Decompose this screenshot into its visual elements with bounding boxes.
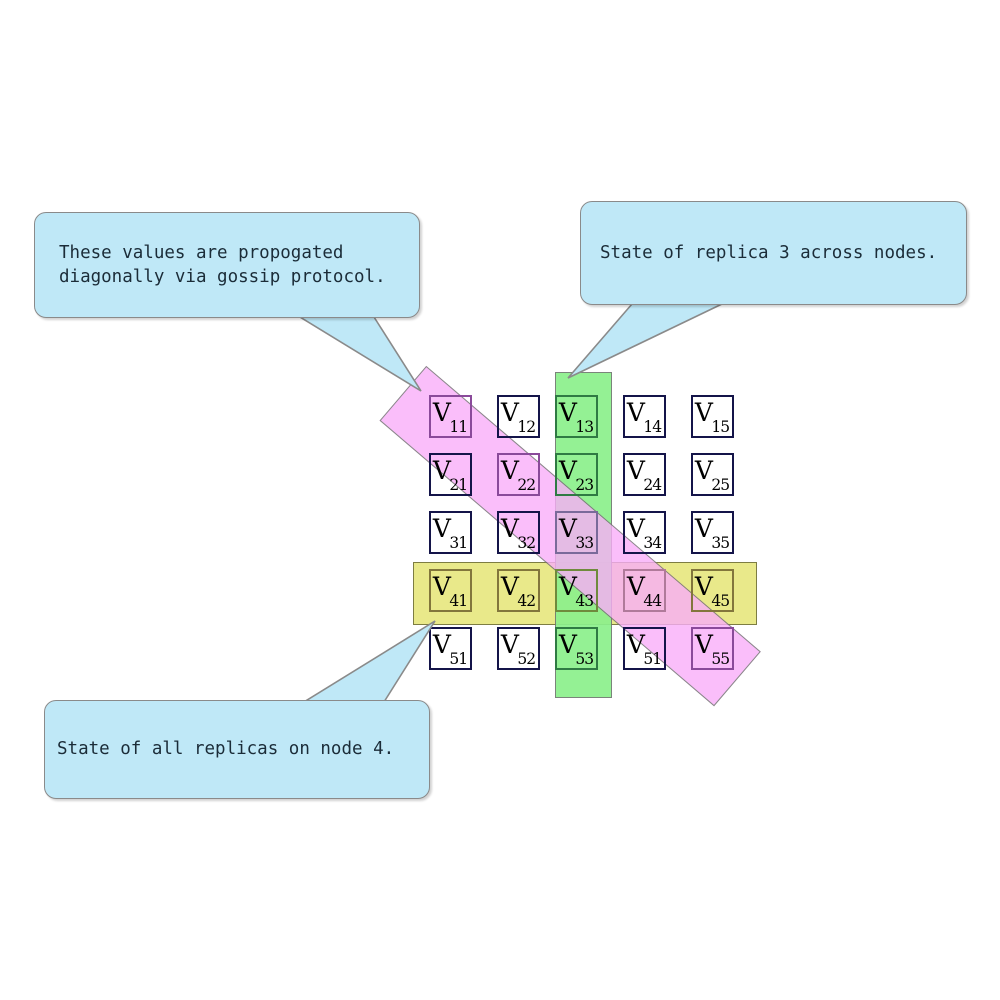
replica3-callout-tail bbox=[567, 303, 723, 379]
grid-cell-label: V51 bbox=[626, 630, 662, 668]
grid-cell-15: V15 bbox=[691, 395, 734, 438]
grid-cell-22: V22 bbox=[497, 453, 540, 496]
grid-cell-label: V34 bbox=[626, 514, 662, 552]
grid-cell-label: V22 bbox=[500, 456, 536, 494]
grid-cell-42: V42 bbox=[497, 569, 540, 612]
grid-cell-label: V11 bbox=[432, 398, 468, 436]
grid-cell-24: V24 bbox=[623, 453, 666, 496]
grid-cell-label: V23 bbox=[558, 456, 594, 494]
grid-cell-label: V31 bbox=[432, 514, 468, 552]
grid-cell-label: V21 bbox=[432, 456, 468, 494]
grid-cell-label: V45 bbox=[694, 572, 730, 610]
grid-cell-label: V25 bbox=[694, 456, 730, 494]
grid-cell-label: V41 bbox=[432, 572, 468, 610]
grid-cell-label: V42 bbox=[500, 572, 536, 610]
grid-cell-44: V44 bbox=[623, 569, 666, 612]
grid-cell-52: V52 bbox=[497, 627, 540, 670]
grid-cell-45: V45 bbox=[691, 569, 734, 612]
callout-replica3: State of replica 3 across nodes. bbox=[580, 201, 967, 305]
grid-cell-12: V12 bbox=[497, 395, 540, 438]
grid-cell-51: V51 bbox=[429, 627, 472, 670]
grid-cell-label: V55 bbox=[694, 630, 730, 668]
grid-cell-32: V32 bbox=[497, 511, 540, 554]
grid-cell-25: V25 bbox=[691, 453, 734, 496]
callout-gossip-line2: diagonally via gossip protocol. bbox=[59, 267, 386, 287]
grid-cell-53: V53 bbox=[555, 627, 598, 670]
grid-cell-35: V35 bbox=[691, 511, 734, 554]
grid-cell-label: V33 bbox=[558, 514, 594, 552]
grid-cell-21: V21 bbox=[429, 453, 472, 496]
grid-cell-23: V23 bbox=[555, 453, 598, 496]
callout-replica3-text: State of replica 3 across nodes. bbox=[600, 242, 938, 263]
callout-node4-text: State of all replicas on node 4. bbox=[57, 739, 395, 760]
callout-node4: State of all replicas on node 4. bbox=[44, 700, 430, 799]
callout-gossip-text: These values are propogated diagonally v… bbox=[59, 241, 386, 290]
grid-cell-51: V51 bbox=[623, 627, 666, 670]
grid-cell-label: V32 bbox=[500, 514, 536, 552]
grid-cell-41: V41 bbox=[429, 569, 472, 612]
grid-cell-label: V24 bbox=[626, 456, 662, 494]
grid-cell-label: V15 bbox=[694, 398, 730, 436]
grid-cell-label: V12 bbox=[500, 398, 536, 436]
grid-cell-31: V31 bbox=[429, 511, 472, 554]
grid-cell-55: V55 bbox=[691, 627, 734, 670]
grid-cell-label: V52 bbox=[500, 630, 536, 668]
grid-cell-label: V43 bbox=[558, 572, 594, 610]
callout-gossip-line1: These values are propogated bbox=[59, 242, 344, 263]
grid-cell-11: V11 bbox=[429, 395, 472, 438]
grid-cell-34: V34 bbox=[623, 511, 666, 554]
grid-cell-43: V43 bbox=[555, 569, 598, 612]
grid-cell-label: V13 bbox=[558, 398, 594, 436]
grid-cell-label: V35 bbox=[694, 514, 730, 552]
grid-cell-14: V14 bbox=[623, 395, 666, 438]
grid-cell-label: V14 bbox=[626, 398, 662, 436]
grid-cell-label: V51 bbox=[432, 630, 468, 668]
grid-cell-label: V44 bbox=[626, 572, 662, 610]
grid-cell-13: V13 bbox=[555, 395, 598, 438]
node4-callout-tail bbox=[301, 620, 436, 703]
callout-gossip: These values are propogated diagonally v… bbox=[34, 212, 420, 318]
grid-cell-label: V53 bbox=[558, 630, 594, 668]
grid-cell-33: V33 bbox=[555, 511, 598, 554]
gossip-callout-tail bbox=[297, 316, 422, 392]
